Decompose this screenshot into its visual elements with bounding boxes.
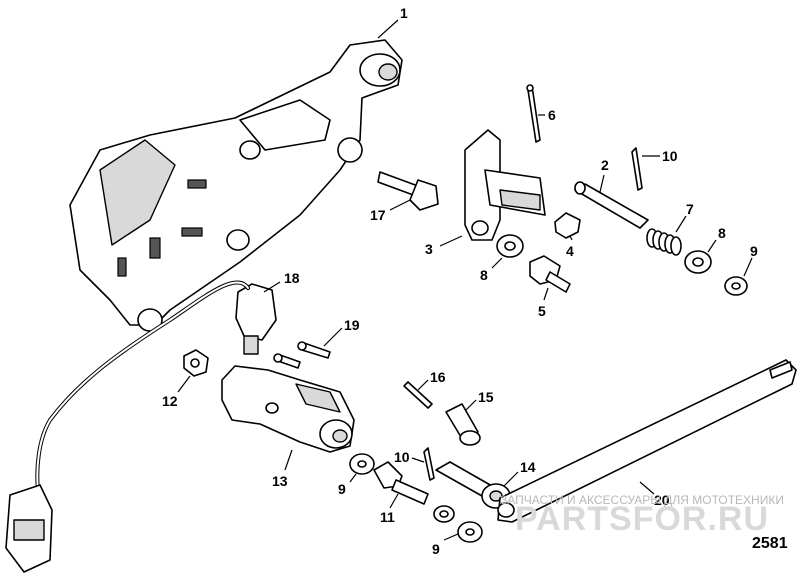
callout-19: 19 bbox=[344, 317, 360, 333]
callout-15: 15 bbox=[478, 389, 494, 405]
part-2-shaft bbox=[574, 181, 649, 229]
watermark-big: PARTSFOR.RU bbox=[515, 500, 769, 538]
callout-9-bottom: 9 bbox=[432, 541, 440, 557]
part-3-lever bbox=[464, 129, 546, 241]
callout-18: 18 bbox=[284, 270, 300, 286]
part-7-spring bbox=[646, 228, 682, 256]
part-12-nut bbox=[183, 349, 209, 377]
callout-10-bottom: 10 bbox=[394, 449, 410, 465]
part-1-bracket bbox=[69, 39, 403, 332]
part-14-pin bbox=[435, 461, 511, 509]
part-11-shoulder-bolt bbox=[373, 461, 429, 505]
callout-5: 5 bbox=[538, 303, 546, 319]
callout-4: 4 bbox=[566, 243, 574, 259]
part-9-washer-bottom bbox=[433, 505, 483, 543]
part-19-screws bbox=[273, 341, 331, 369]
part-8-washer-right bbox=[684, 250, 712, 274]
part-4-bushing bbox=[554, 212, 581, 239]
part-6-cotter-pin bbox=[526, 84, 541, 143]
part-16-cotter-pin bbox=[403, 381, 433, 409]
callout-17: 17 bbox=[370, 207, 386, 223]
part-17-bolt bbox=[377, 171, 439, 211]
callout-14: 14 bbox=[520, 459, 536, 475]
callout-8-right: 8 bbox=[718, 225, 726, 241]
callout-12: 12 bbox=[162, 393, 178, 409]
callout-16: 16 bbox=[430, 369, 446, 385]
callout-6: 6 bbox=[548, 107, 556, 123]
part-20-link-rod bbox=[497, 359, 797, 523]
part-15-pin bbox=[445, 403, 481, 446]
part-18-sensor bbox=[5, 280, 277, 573]
part-5-bolt bbox=[529, 255, 571, 293]
part-9-washer-left bbox=[349, 453, 375, 475]
callout-9-left: 9 bbox=[338, 481, 346, 497]
callout-1: 1 bbox=[400, 5, 408, 21]
callout-13: 13 bbox=[272, 473, 288, 489]
callout-3: 3 bbox=[425, 241, 433, 257]
callout-8-left: 8 bbox=[480, 267, 488, 283]
callout-20: 20 bbox=[654, 492, 670, 508]
part-9-washer-right bbox=[724, 276, 748, 296]
callout-11: 11 bbox=[380, 509, 395, 525]
part-10-cotter-pin-bottom bbox=[423, 447, 435, 481]
watermark-small: ЗАПЧАСТИ И АКСЕССУАРЫ ДЛЯ МОТОТЕХНИКИ bbox=[500, 493, 784, 507]
callout-9-right: 9 bbox=[750, 243, 758, 259]
callout-2: 2 bbox=[601, 157, 609, 173]
callout-10-top: 10 bbox=[662, 148, 678, 164]
part-10-cotter-pin-top bbox=[631, 147, 643, 191]
callout-7: 7 bbox=[686, 201, 694, 217]
figure-number: 2581 bbox=[752, 535, 788, 552]
part-13-housing bbox=[221, 365, 355, 453]
part-8-washer-left bbox=[496, 234, 524, 258]
